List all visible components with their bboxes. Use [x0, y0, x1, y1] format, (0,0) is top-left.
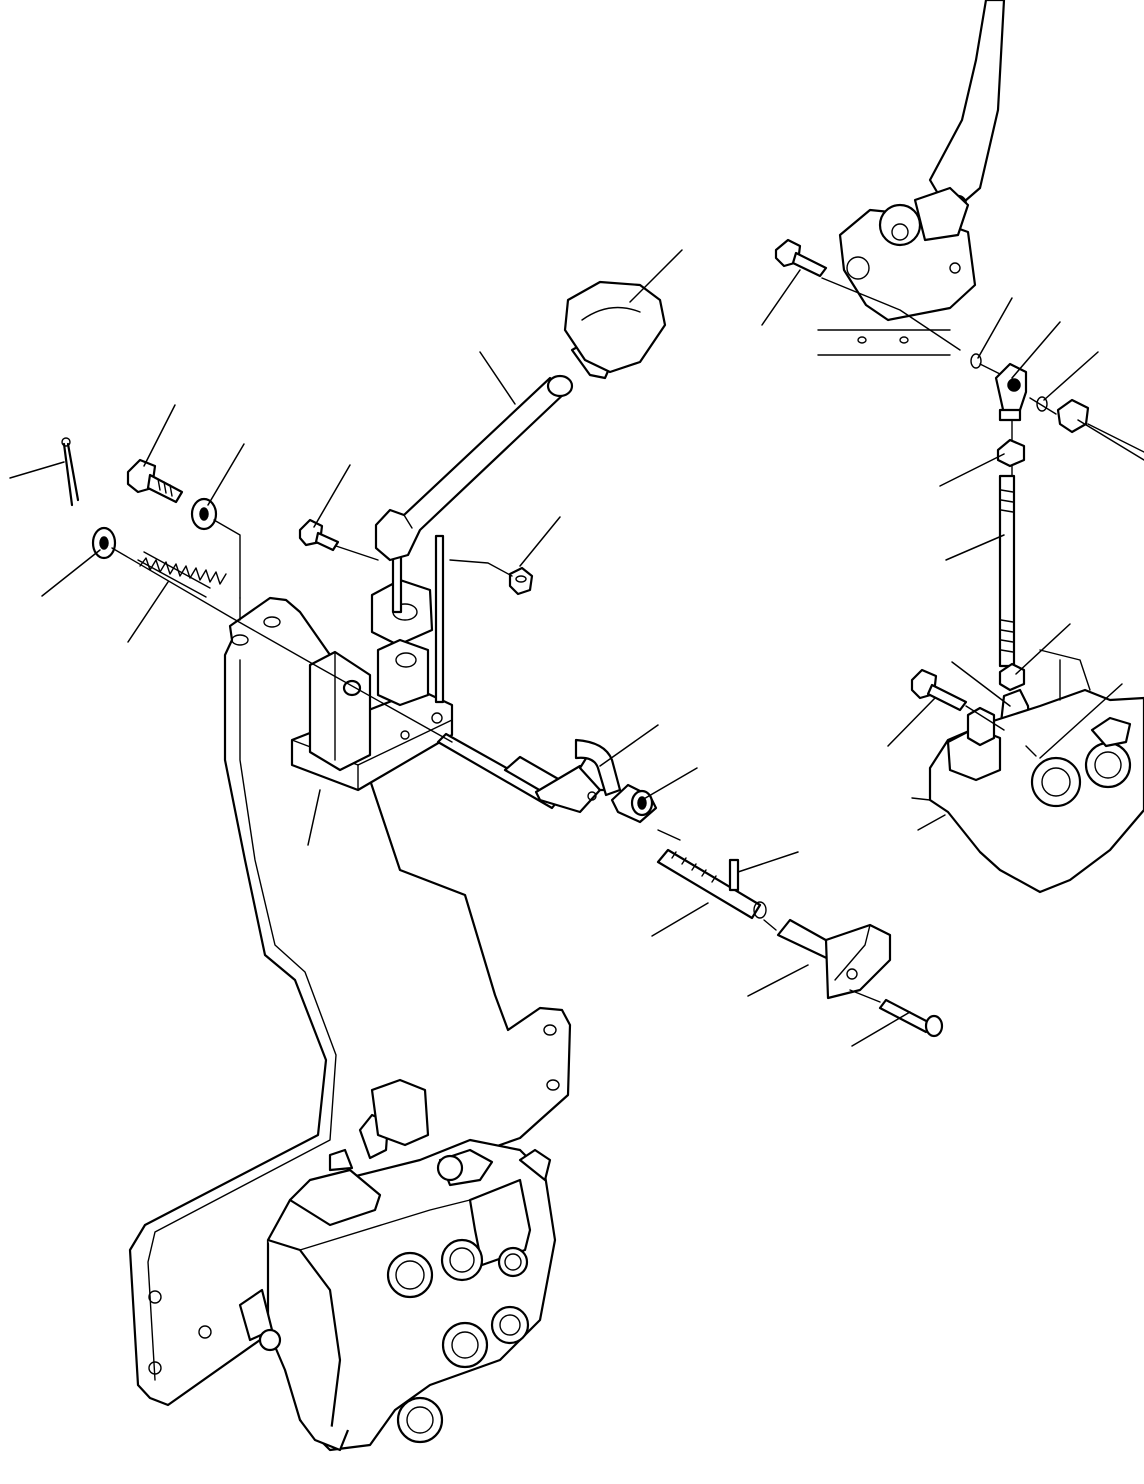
control-valve-right: [911, 649, 1144, 894]
spring: [137, 551, 227, 598]
control-valve: [238, 1078, 557, 1452]
bolt-lever: [298, 518, 340, 552]
nut-lever: [508, 566, 534, 596]
lock-nut-upper: [1056, 398, 1090, 434]
handle: [776, 918, 892, 1000]
bolt-right: [910, 668, 968, 712]
roll-pin: [728, 858, 740, 892]
bushing: [610, 783, 658, 824]
pedal-arm: [817, 0, 1006, 356]
snap-ring: [970, 353, 982, 369]
shaft-lever: [436, 732, 622, 814]
screw: [878, 998, 944, 1038]
knob: [563, 280, 667, 380]
cotter-pin: [61, 437, 80, 507]
lever-rod: [374, 374, 574, 562]
rod-end-upper: [994, 362, 1028, 422]
bolt-upper: [774, 238, 828, 278]
washer-upper: [1036, 396, 1048, 412]
explode-centerlines: [111, 277, 1144, 1003]
bolt-left: [126, 458, 184, 504]
washer-left: [190, 497, 218, 531]
jam-nut-lower: [998, 662, 1026, 692]
jam-nut-upper: [996, 438, 1026, 468]
leader-lines: [9, 249, 1144, 1047]
control-rod: [998, 474, 1016, 668]
threaded-rod: [656, 848, 767, 920]
lever-bracket: [290, 534, 454, 792]
